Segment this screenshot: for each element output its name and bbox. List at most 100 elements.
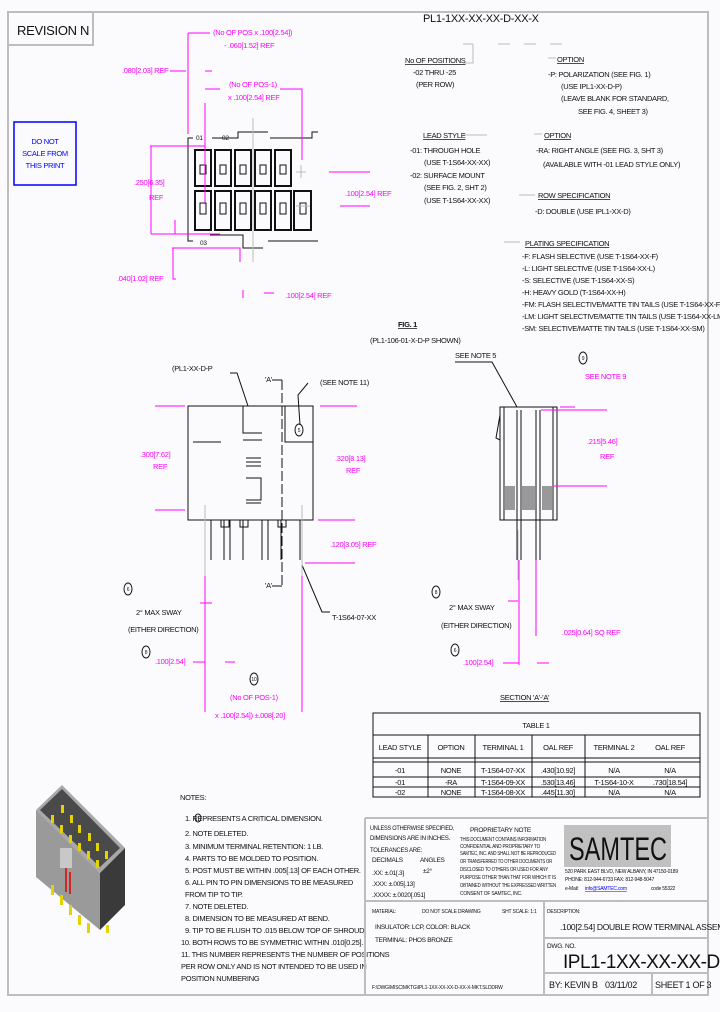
table-row: -02 NONE T-1S64-08-XX .445[11.30] N/A N/… <box>395 788 676 797</box>
section-title: SECTION 'A'-'A' <box>500 693 550 702</box>
table-cell: .430[10.92] <box>541 766 575 775</box>
section-mark: 'A' <box>265 581 273 590</box>
lead-style-title: LEAD STYLE <box>423 131 466 140</box>
proprietary-line: SAMTEC, INC. AND SHALL NOT BE REPRODUCED <box>460 851 556 857</box>
note-item: 4. PARTS TO BE MOLDED TO POSITION. <box>185 854 318 863</box>
note-item: FROM TIP TO TIP. <box>185 890 243 899</box>
table-header: OPTION <box>438 743 465 752</box>
table-cell: -01 <box>395 766 405 775</box>
do-not-scale-box: DO NOT SCALE FROM THIS PRINT <box>13 121 77 186</box>
drawn-by: BY: KEVIN B <box>549 980 598 990</box>
dimension-label: .320[8.13] <box>335 454 366 463</box>
drawing-number: IPL1-1XX-XX-XX-D-XX-X <box>563 952 720 973</box>
note-symbol: 10 <box>251 677 257 683</box>
see-note-label: (SEE NOTE 11) <box>320 378 370 387</box>
note-item: 8. DIMENSION TO BE MEASURED AT BEND. <box>185 914 330 923</box>
dimension-label: REF <box>346 466 361 475</box>
red-marking <box>65 868 71 894</box>
dimension-label: .215[5.46] <box>587 437 618 446</box>
sway-label: 2° MAX SWAY <box>449 603 495 612</box>
section-view: SEE NOTE 5 SEE NOTE 9 .215[5.46] REF 2° … <box>431 351 627 702</box>
do-not-scale-drawing: DO NOT SCALE DRAWING <box>422 909 481 915</box>
decimal-tolerance: .XXX: ±.005[.13] <box>372 881 415 888</box>
pin-label: 01 <box>196 135 203 142</box>
table-cell: N/A <box>608 766 620 775</box>
option-ra-line: (AVAILABLE WITH -01 LEAD STYLE ONLY) <box>543 160 681 169</box>
plating-line: -LM: LIGHT SELECTIVE/MATTE TIN TAILS (US… <box>522 312 720 321</box>
lead-style-line: (SEE FIG. 2, SHT 2) <box>424 183 487 192</box>
note-symbol: 8 <box>145 650 148 656</box>
tolerance-line: TOLERANCES ARE: <box>370 847 422 854</box>
dimension-label: (No OF POS-1) <box>230 693 279 702</box>
revision-box <box>7 11 94 46</box>
note-item: 7. NOTE DELETED. <box>185 902 248 911</box>
dimension-label: REF <box>153 462 168 471</box>
sheet-scale: SHT SCALE: 1:1 <box>502 909 537 915</box>
note-item: POSITION NUMBERING <box>181 974 260 983</box>
fig1-top-view: 01 02 03 <box>150 32 370 298</box>
dimension-label: .250[6.35] <box>134 178 165 187</box>
vendor-code: code 55322 <box>651 886 676 892</box>
see-note-label: SEE NOTE 9 <box>585 372 626 381</box>
table-cell: N/A <box>664 788 676 797</box>
plating-line: -F: FLASH SELECTIVE (USE T-1S64-XX-F) <box>522 252 659 261</box>
table-cell: -02 <box>395 788 405 797</box>
proprietary-line: OR TRANSFERRED TO OTHER DOCUMENTS OR <box>460 859 552 865</box>
dimension-label: .100[2.54] REF <box>285 291 332 300</box>
note-symbol: 9 <box>582 356 585 362</box>
fig1-caption: (PL1-106-01-X-D-P SHOWN) <box>370 336 461 345</box>
plating-line: -L: LIGHT SELECTIVE (USE T-1S64-XX-L) <box>522 264 656 273</box>
option-ra-title: OPTION <box>544 131 571 140</box>
phone-fax: PHONE: 812-944-6733 FAX: 812-948-5047 <box>565 877 654 883</box>
table-header: TERMINAL 1 <box>483 743 524 752</box>
plating-line: -S: SELECTIVE (USE T-1S64-XX-S) <box>522 276 635 285</box>
table-row: -01 NONE T-1S64-07-XX .430[10.92] N/A N/… <box>395 766 676 775</box>
terminal-label: T-1S64-07-XX <box>332 613 376 622</box>
address: 520 PARK EAST BLVD, NEW ALBANY, IN 47150… <box>565 869 678 875</box>
note-symbol: 6 <box>127 587 130 593</box>
table-cell: T-1S64-07-XX <box>481 766 525 775</box>
table-cell: N/A <box>664 766 676 775</box>
dimension-label: (No OF POS-1) <box>229 80 278 89</box>
notes-title: NOTES: <box>180 793 206 802</box>
plating-title: PLATING SPECIFICATION <box>525 239 609 248</box>
do-not-scale-line: DO NOT <box>31 137 59 146</box>
gold-pins <box>51 805 109 933</box>
fig1-title: FIG. 1 <box>398 320 417 329</box>
note-item: 6. ALL PIN TO PIN DIMENSIONS TO BE MEASU… <box>185 878 354 887</box>
part-number-header: PL1-1XX-XX-XX-D-XX-X <box>423 13 540 25</box>
lead-style-line: (USE T-1S64-XX-XX) <box>424 196 491 205</box>
option-p-line: (USE IPL1-XX-D-P) <box>561 82 623 91</box>
positions-line: (PER ROW) <box>416 80 455 89</box>
email-link[interactable]: info@SAMTEC.com <box>585 886 627 892</box>
do-not-scale-line: SCALE FROM <box>22 149 68 158</box>
section-mark: 'A' <box>265 375 273 384</box>
critical-dimension-symbols: 5 6 8 10 <box>123 423 304 686</box>
angles-label: ANGLES <box>420 857 446 864</box>
decimal-tolerance: .XXXX: ±.0020[.051] <box>372 892 426 899</box>
note-item: 10. BOTH ROWS TO BE SYMMETRIC WITHIN .01… <box>181 938 363 947</box>
proprietary-line: CONFIDENTIAL AND PROPRIETARY TO <box>460 844 540 850</box>
dimension-label: .120[3.05] REF <box>330 540 377 549</box>
dimension-label: .040[1.02] REF <box>117 274 164 283</box>
option-p-line: SEE FIG. 4, SHEET 3) <box>578 107 649 116</box>
tolerance-line: UNLESS OTHERWISE SPECIFIED, <box>370 825 454 832</box>
sway-label: (EITHER DIRECTION) <box>441 621 512 630</box>
table-cell: T-1S64-08-XX <box>481 788 525 797</box>
material-line: INSULATOR: LCP, COLOR: BLACK <box>375 924 471 931</box>
table-row: -01 -RA T-1S64-09-XX .530[13.46] T-1S64-… <box>395 778 688 787</box>
positions-line: -02 THRU -25 <box>413 68 456 77</box>
table-cell: T-1S64-10-X <box>594 778 634 787</box>
note-item: 9. TIP TO BE FLUSH TO .015 BELOW TOP OF … <box>185 926 366 935</box>
lead-style-line: (USE T-1S64-XX-XX) <box>424 158 491 167</box>
dimension-label: .300[7.62] <box>140 450 171 459</box>
sway-label: 2° MAX SWAY <box>136 608 182 617</box>
plating-line: -FM: FLASH SELECTIVE/MATTE TIN TAILS (US… <box>522 300 720 309</box>
title-block: UNLESS OTHERWISE SPECIFIED, DIMENSIONS A… <box>364 817 720 995</box>
dimension-label: x .100[2.54] REF <box>228 93 280 102</box>
dimension-label: REF <box>149 193 164 202</box>
note-item: 5. POST MUST BE WITHIN .005[.13] OF EACH… <box>185 866 361 875</box>
table-cell: -01 <box>395 778 405 787</box>
sheet-number: SHEET 1 OF 3 <box>655 980 712 990</box>
